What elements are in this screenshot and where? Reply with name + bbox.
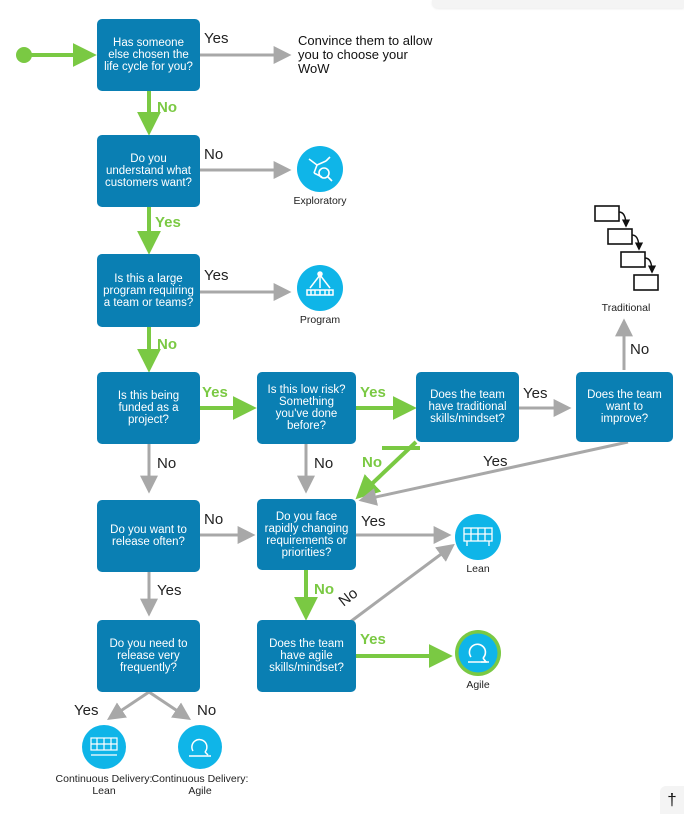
answer-no-q6: No bbox=[362, 454, 382, 471]
decision-traditional-skills-text: Does the team have traditional skills/mi… bbox=[428, 389, 507, 425]
exploratory-label: Exploratory bbox=[293, 195, 347, 207]
continuous-delivery-lean-icon bbox=[82, 725, 126, 769]
answer-yes-q4: Yes bbox=[202, 384, 228, 401]
decision-low-risk: Is this low risk? Something you've done … bbox=[257, 372, 356, 444]
agile-icon bbox=[455, 630, 501, 676]
decision-large-program-text: Is this a large program requiring a team… bbox=[103, 272, 194, 309]
answer-no-q9: No bbox=[314, 581, 334, 598]
top-bar bbox=[432, 0, 684, 8]
answer-yes-q5: Yes bbox=[360, 384, 386, 401]
traditional-label: Traditional bbox=[601, 302, 651, 314]
answer-yes-q6: Yes bbox=[523, 385, 548, 402]
exploratory-icon bbox=[297, 146, 343, 192]
program-label: Program bbox=[299, 314, 341, 326]
answer-no-q5: No bbox=[314, 455, 334, 472]
decision-changing-requirements-text: Do you face rapidly changing requirement… bbox=[264, 510, 349, 559]
lean-label: Lean bbox=[466, 563, 490, 575]
decision-release-often: Do you want to release often? bbox=[97, 500, 200, 572]
decision-traditional-skills: Does the team have traditional skills/mi… bbox=[416, 372, 519, 442]
answer-yes-q8: Yes bbox=[157, 582, 182, 599]
decision-changing-requirements: Do you face rapidly changing requirement… bbox=[257, 499, 356, 570]
decision-agile-skills: Does the team have agile skills/mindset? bbox=[257, 620, 356, 692]
answer-no-q10: No bbox=[197, 702, 217, 719]
decision-funded-project-text: Is this being funded as a project? bbox=[117, 390, 180, 426]
answer-no-q7: No bbox=[630, 341, 650, 358]
continuous-delivery-agile-icon bbox=[178, 725, 222, 769]
answer-no-q4: No bbox=[157, 455, 177, 472]
corner-glyph: † bbox=[660, 786, 684, 814]
decision-release-very-frequently-text: Do you need to release very frequently? bbox=[109, 638, 188, 674]
decision-funded-project: Is this being funded as a project? bbox=[97, 372, 200, 444]
answer-yes-q1: Yes bbox=[204, 30, 229, 47]
decision-want-improve-text: Does the team want to improve? bbox=[587, 389, 662, 425]
answer-no-q3: No bbox=[157, 336, 177, 353]
answer-no-q8: No bbox=[204, 511, 224, 528]
decision-agile-skills-text: Does the team have agile skills/mindset? bbox=[269, 638, 344, 674]
answer-yes-q7: Yes bbox=[483, 453, 508, 470]
answer-yes-q9: Yes bbox=[361, 513, 386, 530]
decision-release-very-frequently: Do you need to release very frequently? bbox=[97, 620, 200, 692]
answer-no-q1: No bbox=[157, 99, 177, 116]
continuous-delivery-agile-label: Continuous Delivery: Agile bbox=[151, 773, 249, 797]
gray-path bbox=[107, 46, 633, 720]
decision-low-risk-text: Is this low risk? Something you've done … bbox=[267, 384, 346, 432]
traditional-icon bbox=[594, 205, 659, 291]
answer-yes-q2: Yes bbox=[155, 214, 181, 231]
start-point bbox=[16, 43, 97, 67]
decision-want-improve: Does the team want to improve? bbox=[576, 372, 673, 442]
decision-understand-customers-text: Do you understand what customers want? bbox=[105, 153, 192, 189]
program-icon bbox=[297, 265, 343, 311]
agile-label: Agile bbox=[466, 679, 490, 691]
decision-release-often-text: Do you want to release often? bbox=[110, 524, 187, 548]
convince-note: Convince them to allow you to choose you… bbox=[298, 33, 433, 76]
decision-understand-customers: Do you understand what customers want? bbox=[97, 135, 200, 207]
decision-life-cycle-chosen: Has someone else chosen the life cycle f… bbox=[97, 19, 200, 91]
green-path bbox=[137, 91, 453, 668]
decision-large-program: Is this a large program requiring a team… bbox=[97, 254, 200, 327]
answer-no-q2: No bbox=[204, 146, 224, 163]
decision-life-cycle-chosen-text: Has someone else chosen the life cycle f… bbox=[104, 37, 193, 73]
continuous-delivery-lean-label: Continuous Delivery: Lean bbox=[55, 773, 153, 797]
answer-yes-q3: Yes bbox=[204, 267, 229, 284]
answer-yes-q10: Yes bbox=[74, 702, 99, 719]
lean-icon bbox=[455, 514, 501, 560]
answer-yes-q11: Yes bbox=[360, 631, 386, 648]
